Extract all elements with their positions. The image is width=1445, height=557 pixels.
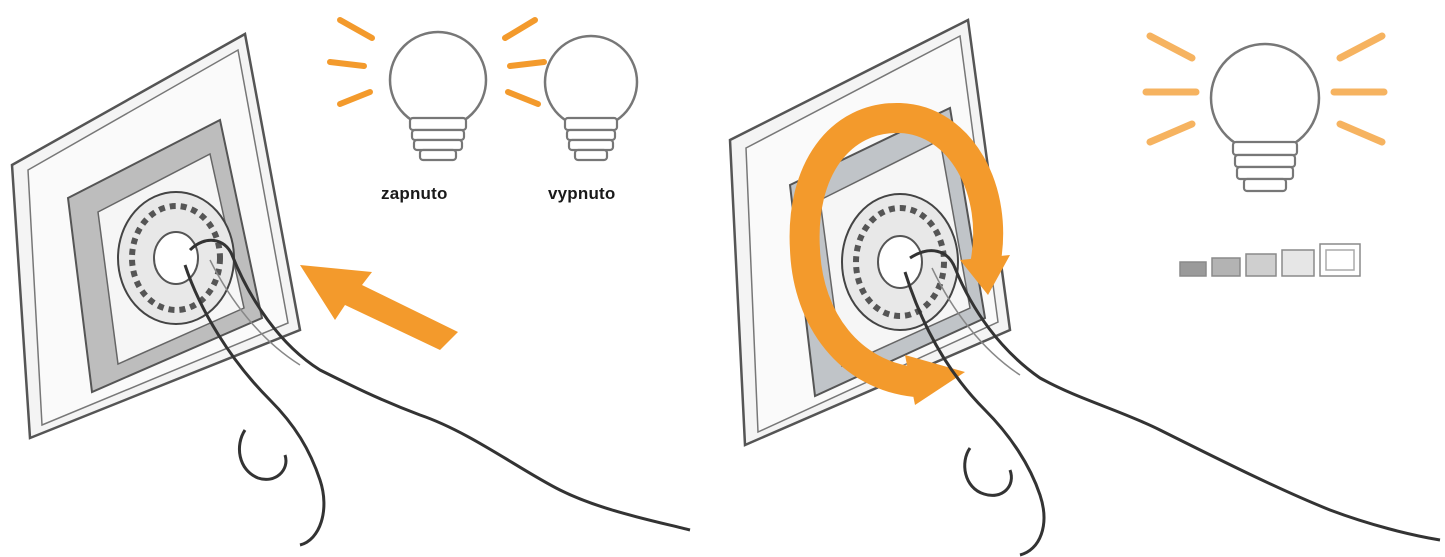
bulb-on-left bbox=[330, 20, 544, 160]
panel-rotate bbox=[730, 20, 1440, 555]
bulb-glass-off bbox=[545, 36, 637, 128]
bulb-glass-right bbox=[1211, 44, 1319, 152]
label-on: zapnuto bbox=[381, 184, 448, 204]
knob-center-right bbox=[878, 236, 922, 288]
wall-switch-left bbox=[12, 34, 300, 438]
bulb-on-right bbox=[1146, 36, 1384, 191]
push-arrow-icon bbox=[300, 265, 458, 350]
dimmer-level-indicator bbox=[1180, 244, 1360, 276]
knob-center-left bbox=[154, 232, 198, 284]
label-off: vypnuto bbox=[548, 184, 616, 204]
bulb-glass-on bbox=[390, 32, 486, 128]
knuckle-left bbox=[239, 430, 286, 479]
bulb-off bbox=[545, 36, 637, 160]
knuckle-right bbox=[965, 448, 1012, 495]
